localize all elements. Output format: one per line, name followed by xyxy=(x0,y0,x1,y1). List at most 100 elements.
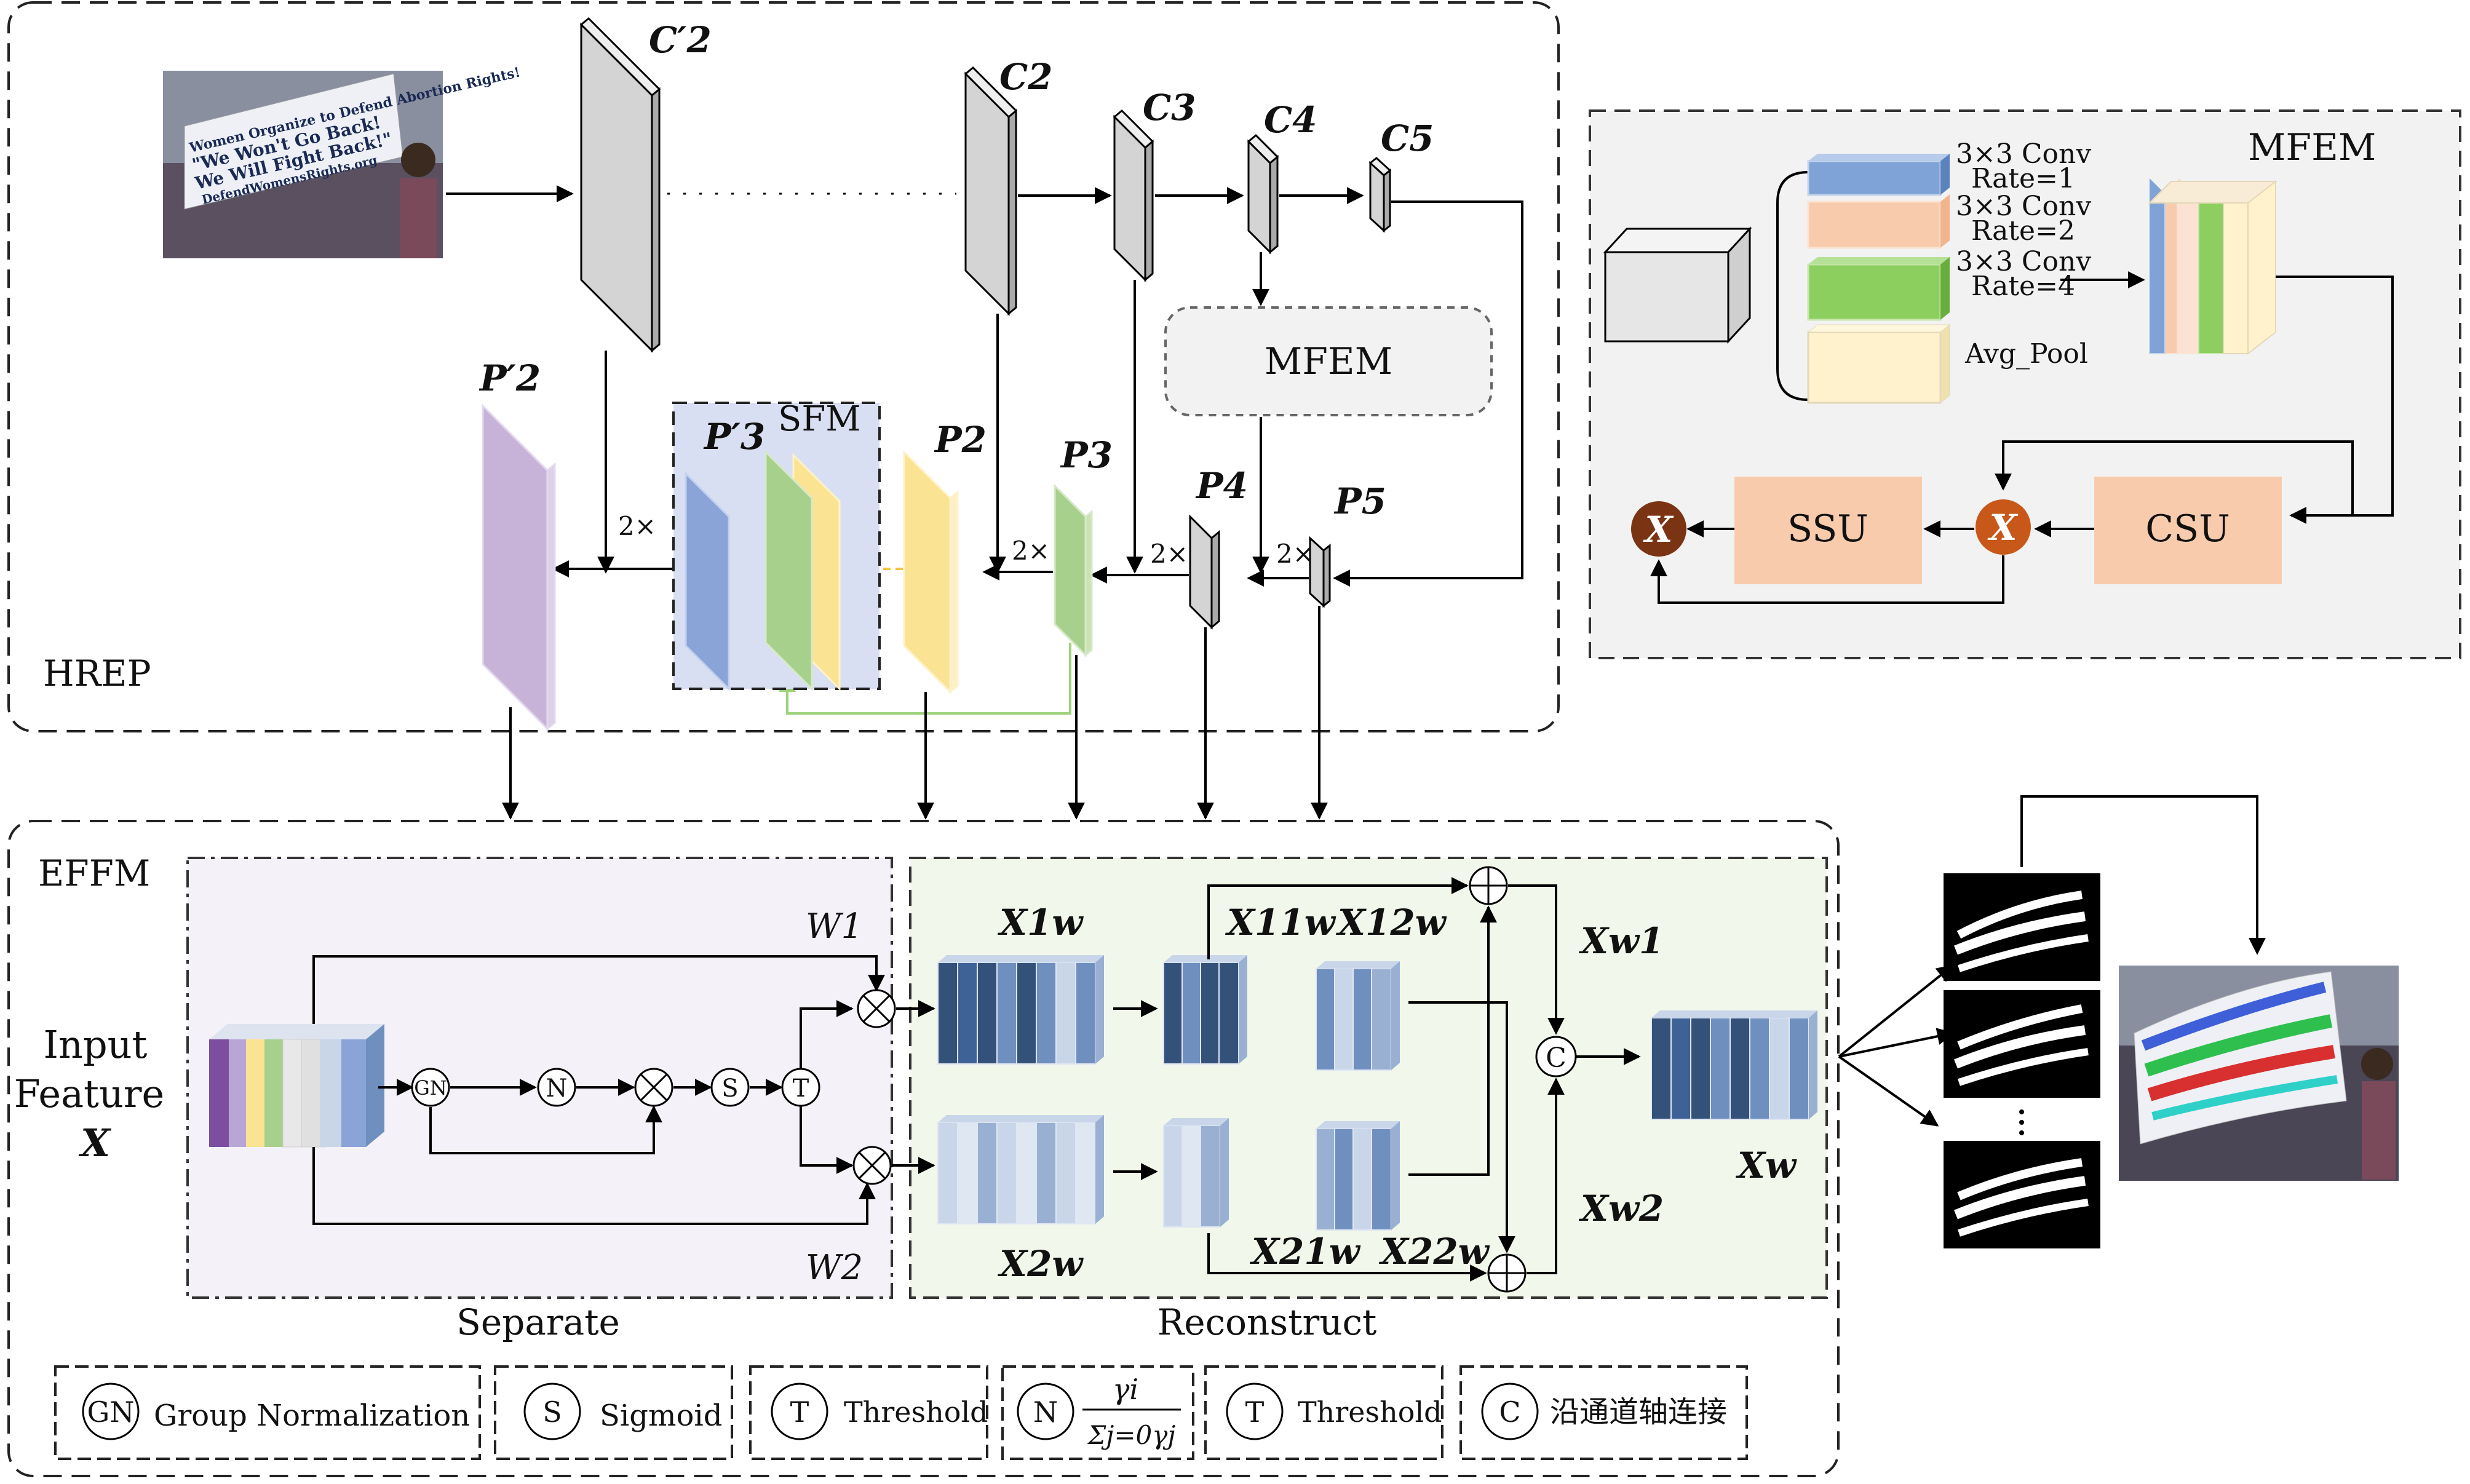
feature-slab xyxy=(1016,962,1037,1065)
feature-slab xyxy=(1352,968,1373,1071)
arrow-plus-bottom-to-concat xyxy=(1527,1077,1565,1274)
feature-slab-top xyxy=(1651,1010,1680,1018)
label-c2p: C′2 xyxy=(649,19,712,61)
p3-block xyxy=(1054,483,1093,657)
input-feature-line3: X xyxy=(78,1121,112,1165)
upsample-p5: 2× xyxy=(1276,539,1314,569)
gn-node-label: GN xyxy=(414,1076,447,1100)
feature-slab-side xyxy=(1095,1115,1104,1224)
s-node xyxy=(710,1068,750,1107)
arrow-w1-skip xyxy=(312,955,885,1024)
legend-s-symbol: S xyxy=(542,1395,562,1429)
feature-slab-side xyxy=(1220,1118,1229,1227)
arrow-x11w-to-plus xyxy=(1207,877,1469,959)
hrep-label: HREP xyxy=(43,653,151,694)
feature-slab-top xyxy=(1710,1010,1739,1018)
sfm-green-block xyxy=(764,450,813,691)
input-photo: Women Organize to Defend Abortion Rights… xyxy=(163,65,522,258)
feature-slab xyxy=(1181,962,1202,1065)
c2p-block xyxy=(579,17,661,353)
feature-slab xyxy=(937,1122,958,1224)
mul-w1-node xyxy=(857,989,896,1028)
csu-box xyxy=(2094,477,2282,584)
feature-slab-top xyxy=(997,955,1025,962)
feature-slab xyxy=(1334,968,1355,1071)
feature-slab xyxy=(1163,962,1184,1065)
label-x11w: X11w xyxy=(1225,902,1336,943)
conv-label-2: 3×3 Conv xyxy=(1956,191,2091,222)
feature-slab xyxy=(977,1122,998,1224)
upsample-p4: 2× xyxy=(1150,539,1188,569)
legend: GN Group Normalization S Sigmoid T Thres… xyxy=(54,1365,1748,1460)
c2-block xyxy=(964,66,1018,316)
legend-n-denominator: Σj=0γj xyxy=(1087,1420,1176,1450)
mul-w2-node xyxy=(852,1146,892,1185)
s-node-label: S xyxy=(721,1074,738,1103)
arrow-concat-to-csu xyxy=(2276,276,2394,524)
feature-slab-top xyxy=(1789,1010,1817,1018)
arrow-mult-residual xyxy=(1650,555,2004,604)
feature-slab xyxy=(1055,1122,1076,1224)
feature-slab xyxy=(1055,962,1076,1065)
feature-slab xyxy=(1690,1017,1711,1120)
feature-slab-top xyxy=(1750,1010,1778,1018)
p4-block xyxy=(1189,514,1220,630)
feature-slab xyxy=(937,962,958,1065)
feature-slab-top xyxy=(1769,1010,1798,1018)
feature-slab-top xyxy=(1730,1010,1758,1018)
feature-slab-side xyxy=(1809,1010,1817,1119)
feature-slab xyxy=(1729,1017,1750,1120)
feature-slab xyxy=(996,962,1017,1065)
p5-block xyxy=(1309,536,1331,608)
label-x12w: X12w xyxy=(1335,902,1447,943)
n-node xyxy=(537,1068,576,1107)
feature-slab xyxy=(1036,1122,1057,1224)
x11w-stack xyxy=(1163,955,1247,1065)
arrow-t-to-mul2 xyxy=(800,1106,854,1174)
feature-slab-side xyxy=(1391,961,1400,1070)
mfem-panel: MFEM 3×3 Conv Rate=1 xyxy=(1589,109,2461,659)
xw-stack xyxy=(1651,1010,1817,1120)
csu-label: CSU xyxy=(2145,507,2230,550)
feature-slab-side xyxy=(1095,955,1104,1064)
label-p3: P3 xyxy=(1060,434,1113,476)
arrow-to-map-1 xyxy=(1838,964,1955,1058)
arrow-x12w-to-plus-bottom xyxy=(1408,1001,1515,1253)
feature-slab-top xyxy=(1017,1115,1045,1122)
rate-1-label: Rate=1 xyxy=(1971,163,2075,194)
upsample-p3: 2× xyxy=(1012,536,1050,566)
feature-slab-top xyxy=(1372,961,1400,969)
feature-slab-top xyxy=(997,1115,1025,1122)
label-c2: C2 xyxy=(999,56,1053,98)
ssu-box xyxy=(1734,477,1922,584)
mfem-panel-title: MFEM xyxy=(2248,126,2376,169)
legend-n-symbol: N xyxy=(1033,1395,1058,1429)
feature-slab xyxy=(977,962,998,1065)
segmentation-map-2 xyxy=(1944,990,2100,1098)
feature-slab xyxy=(1769,1017,1790,1120)
feature-slab-top xyxy=(938,1115,966,1122)
c3-block xyxy=(1113,109,1154,282)
feature-slab-top xyxy=(1056,955,1084,962)
feature-slab-top xyxy=(1201,1118,1229,1125)
label-xw: Xw xyxy=(1735,1145,1797,1186)
p2p-block xyxy=(482,403,556,731)
label-c4: C4 xyxy=(1264,99,1317,141)
legend-n-numerator: γi xyxy=(1113,1373,1138,1406)
x2w-stack xyxy=(937,1115,1104,1224)
feature-slab xyxy=(1789,1017,1809,1120)
legend-t2-symbol: T xyxy=(1245,1395,1265,1429)
mfem-output-node xyxy=(1631,501,1686,557)
feature-slab xyxy=(957,962,978,1065)
legend-gn-desc: Group Normalization xyxy=(154,1399,470,1433)
legend-gn-symbol: GN xyxy=(87,1395,135,1429)
mfem-input-cube xyxy=(1603,226,1752,344)
arrow-t-to-mul1 xyxy=(800,1000,854,1069)
gn-node xyxy=(411,1068,450,1107)
w1-label: W1 xyxy=(806,907,863,946)
branch-rate1-block xyxy=(1807,154,1950,196)
result-photo xyxy=(2119,966,2399,1181)
avgpool-label: Avg_Pool xyxy=(1964,338,2088,370)
ssu-label: SSU xyxy=(1787,507,1868,550)
